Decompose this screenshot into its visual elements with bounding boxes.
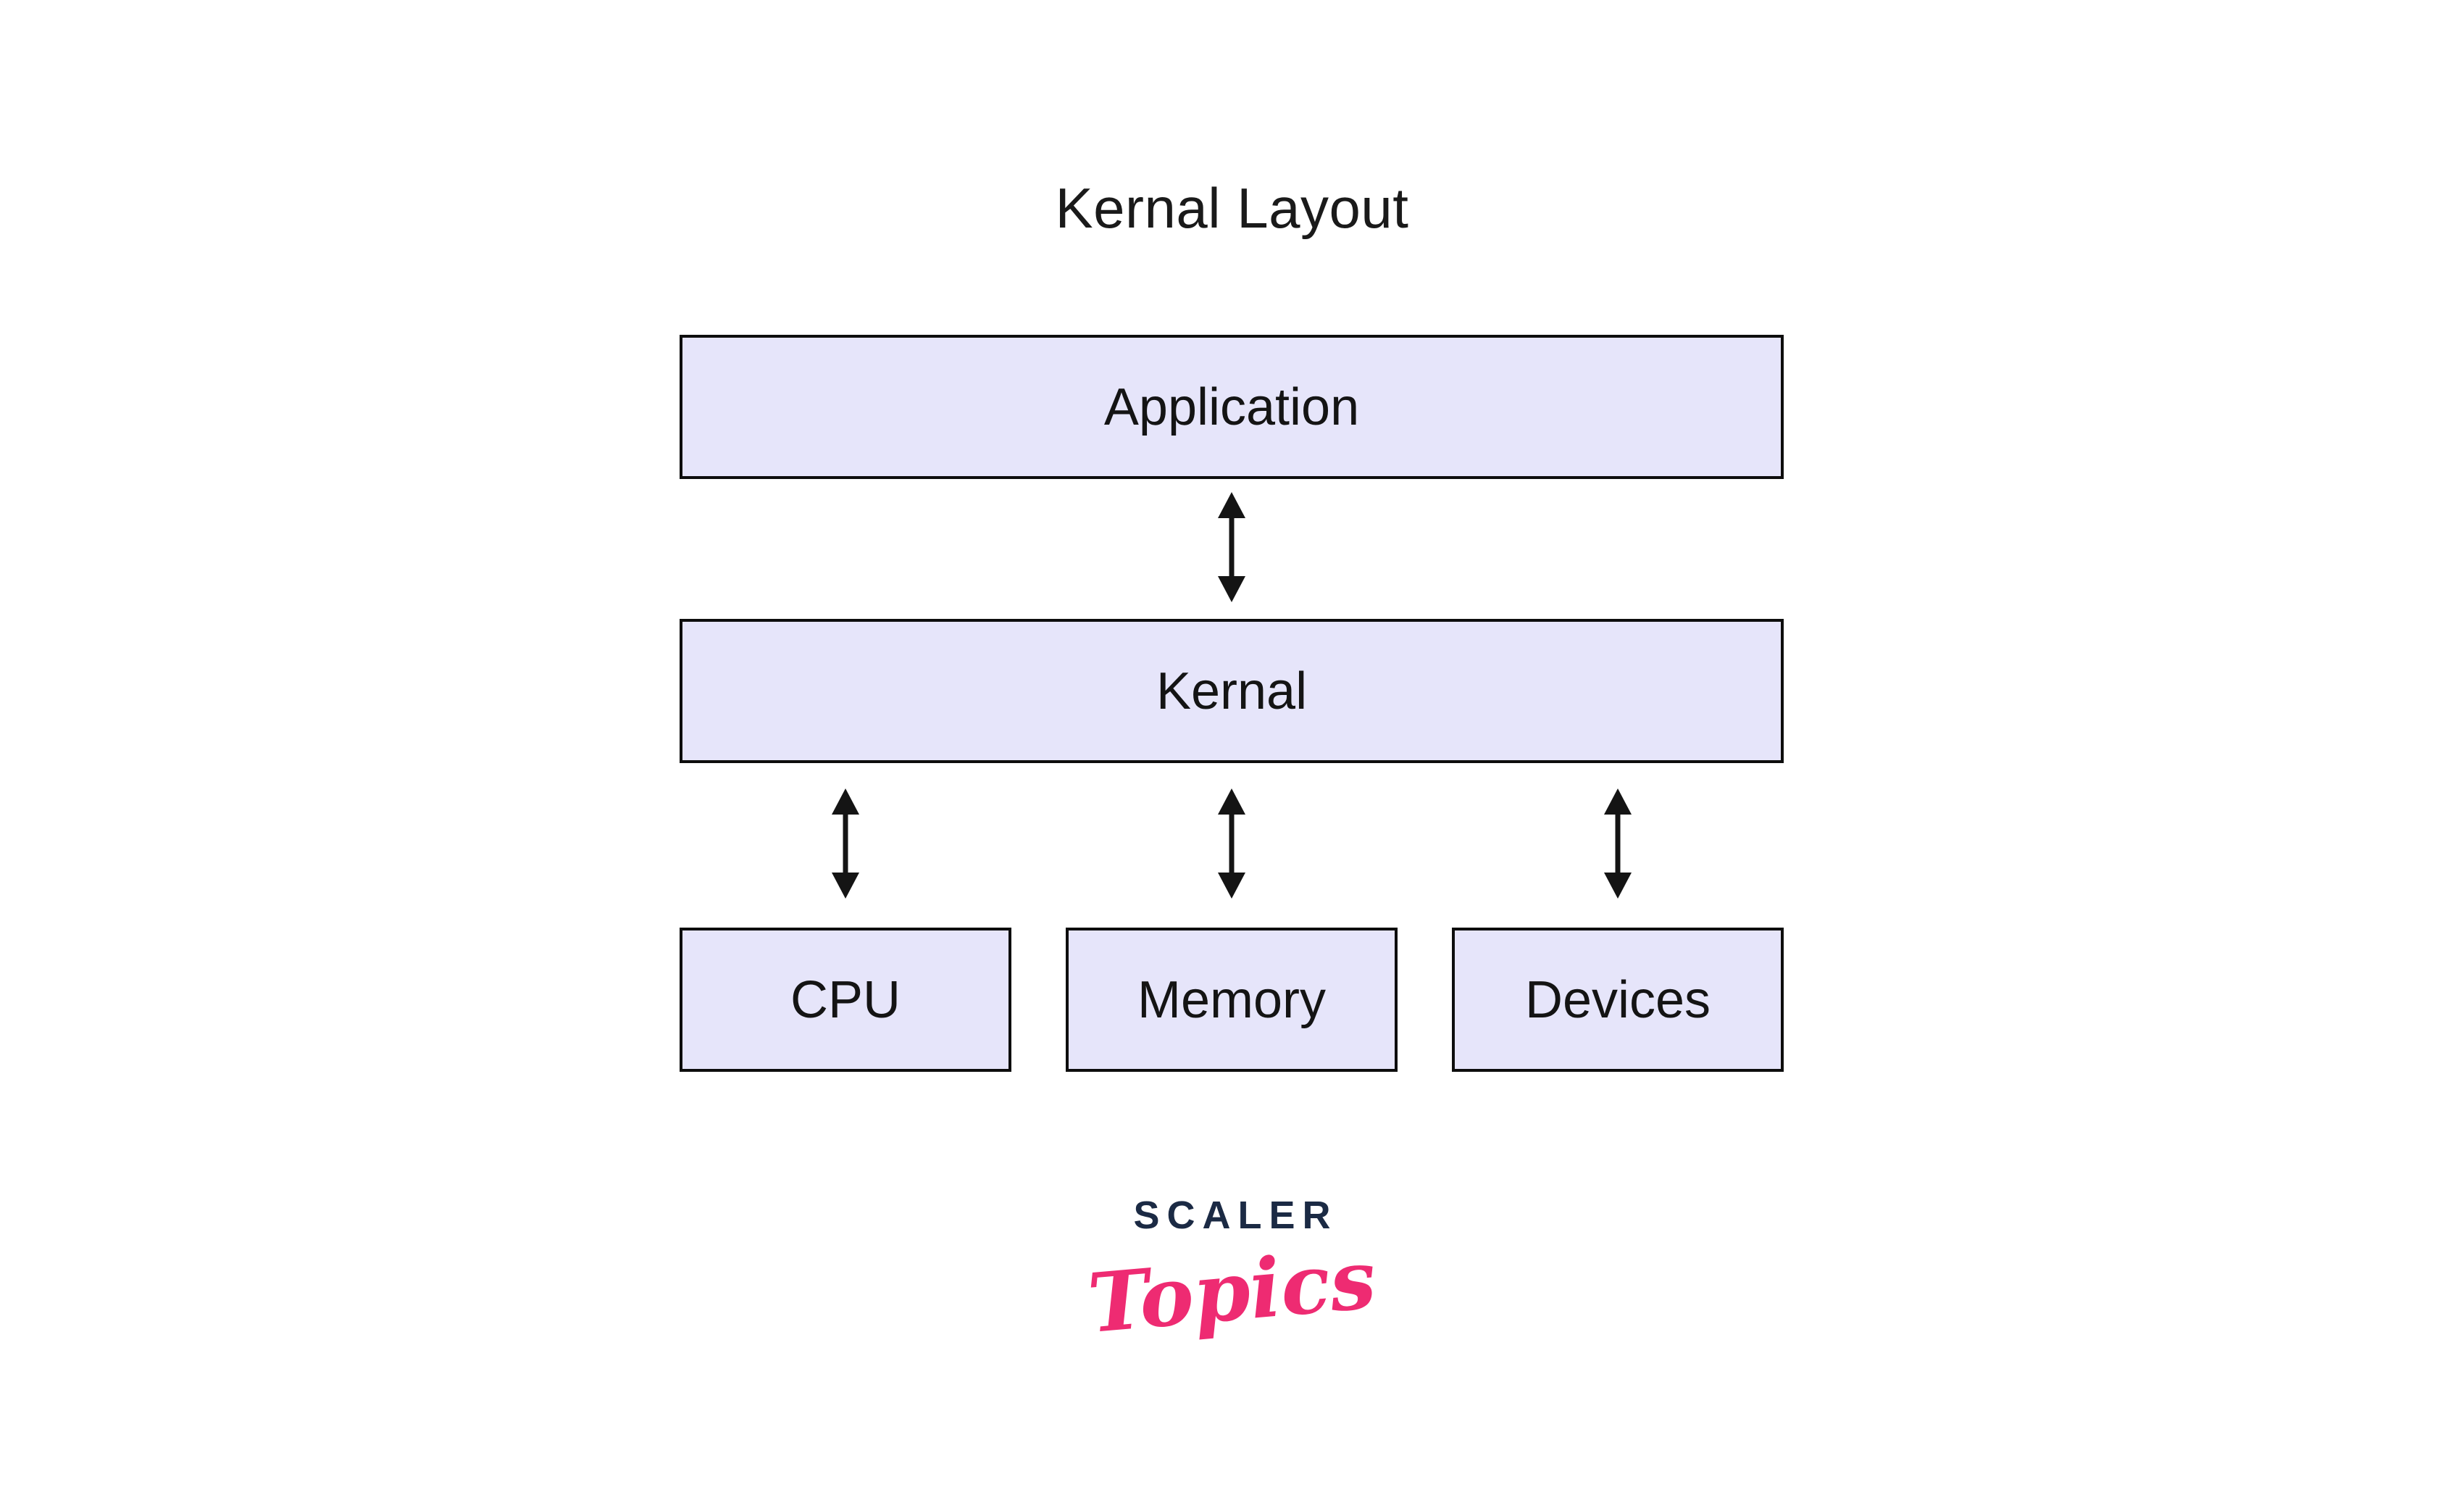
diagram-title: Kernal Layout — [1055, 176, 1409, 240]
application-box: Application — [680, 335, 1784, 479]
cpu-box: CPU — [680, 928, 1011, 1072]
topics-wordmark: Topics — [1084, 1231, 1380, 1352]
memory-box: Memory — [1066, 928, 1398, 1072]
scaler-topics-logo: SCALER Topics — [0, 1194, 2464, 1352]
devices-box: Devices — [1452, 928, 1784, 1072]
double-arrow-vertical-icon — [830, 788, 861, 899]
double-arrow-vertical-icon — [1216, 788, 1248, 899]
cpu-box-label: CPU — [790, 970, 901, 1029]
devices-box-label: Devices — [1524, 970, 1711, 1029]
kernal-box-label: Kernal — [1156, 662, 1308, 720]
double-arrow-vertical-icon — [1216, 492, 1248, 602]
double-arrow-vertical-icon — [1602, 788, 1634, 899]
memory-box-label: Memory — [1137, 970, 1326, 1029]
application-box-label: Application — [1103, 378, 1360, 436]
scaler-wordmark: SCALER — [1133, 1194, 1338, 1237]
kernal-box: Kernal — [680, 619, 1784, 763]
